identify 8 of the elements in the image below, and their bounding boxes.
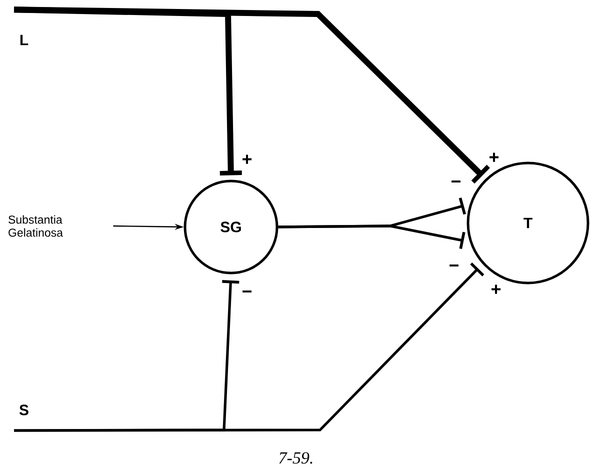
- sign-label: −: [242, 290, 252, 292]
- sign-label: −: [450, 264, 459, 266]
- fiber-label: L: [20, 34, 28, 46]
- figure-caption: 7-59.: [279, 452, 312, 464]
- region-label: Substantia Gelatinosa: [8, 215, 63, 237]
- sign-label: +: [242, 154, 252, 164]
- sign-label: +: [490, 152, 499, 162]
- fiber-label: S: [19, 404, 28, 416]
